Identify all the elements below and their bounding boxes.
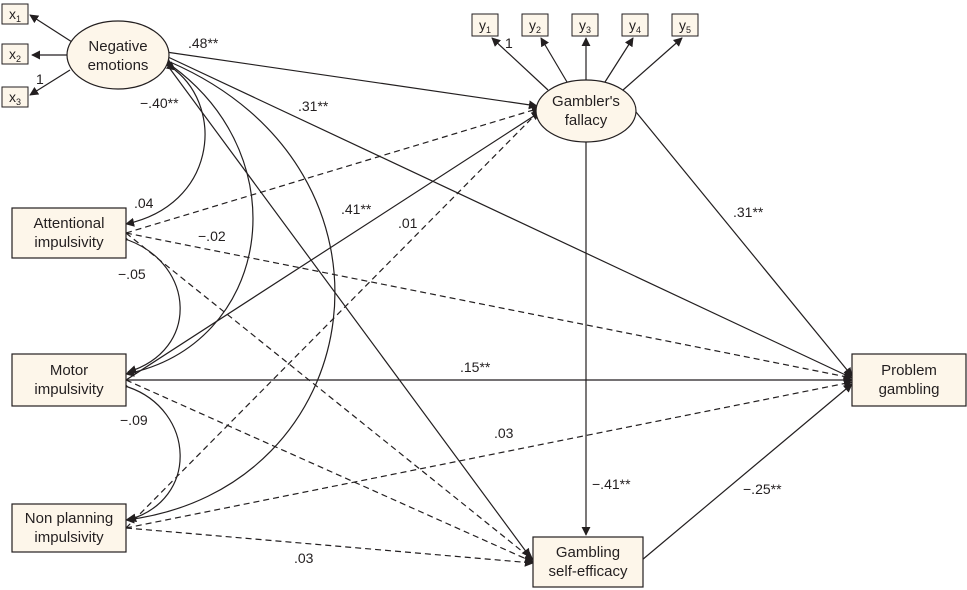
svg-text:y2: y2 (529, 17, 541, 35)
y1-loading-arrow (491, 37, 549, 91)
x1-loading-arrow (29, 14, 73, 43)
np-to-pg-path (125, 379, 853, 529)
mi-to-gse-path (125, 379, 534, 563)
indicator-x3: x3 (1, 86, 29, 108)
non-planning-impulsivity-line2: impulsivity (34, 529, 104, 546)
label-mi-to-pg: .15** (460, 359, 491, 375)
y3-sub: 3 (586, 25, 591, 35)
y4-base: y (629, 17, 636, 33)
x3-loading-label: 1 (36, 71, 44, 87)
x3-base: x (9, 89, 16, 105)
negative-emotions-line1: Negative (88, 38, 147, 55)
indicator-x1: x1 (1, 3, 29, 25)
ne-to-gf-path (165, 51, 538, 110)
y5-base: y (679, 17, 686, 33)
x1-sub: 1 (16, 14, 21, 24)
y4-sub: 4 (636, 25, 641, 35)
node-negative-emotions: Negative emotions (66, 20, 170, 90)
indicator-y2: y2 (521, 13, 549, 37)
label-ne-to-gf: .48** (188, 35, 219, 51)
svg-text:y4: y4 (629, 17, 641, 35)
node-non-planning-impulsivity: Non planning impulsivity (11, 503, 127, 553)
mi-to-gf-path (125, 111, 541, 381)
svg-text:x2: x2 (9, 46, 21, 64)
x1-base: x (9, 6, 16, 22)
label-np-to-gf: .01 (398, 215, 418, 231)
indicator-y5: y5 (671, 13, 699, 37)
ne-np-covariance (125, 54, 336, 524)
svg-text:y1: y1 (479, 17, 491, 35)
indicator-x2: x2 (1, 43, 29, 65)
node-gamblers-fallacy: Gambler's fallacy (535, 79, 637, 143)
svg-text:x1: x1 (9, 6, 21, 24)
node-attentional-impulsivity: Attentional impulsivity (11, 207, 127, 259)
y1-base: y (479, 17, 486, 33)
x3-sub: 3 (16, 97, 21, 107)
problem-gambling-line1: Problem (881, 362, 937, 379)
y1-loading-label: 1 (505, 35, 513, 51)
label-ai-to-pg: −.02 (198, 228, 226, 244)
ne-to-pg-path (167, 56, 853, 379)
y3-base: y (579, 17, 586, 33)
gambling-self-efficacy-line1: Gambling (556, 544, 620, 561)
y2-loading-arrow (540, 37, 568, 83)
svg-text:y3: y3 (579, 17, 591, 35)
motor-impulsivity-line2: impulsivity (34, 381, 104, 398)
svg-text:x3: x3 (9, 89, 21, 107)
y2-base: y (529, 17, 536, 33)
problem-gambling-line2: gambling (879, 381, 940, 398)
np-to-gse-path (125, 527, 534, 567)
indicator-y3: y3 (571, 13, 599, 37)
node-gambling-self-efficacy: Gambling self-efficacy (532, 536, 644, 588)
y5-sub: 5 (686, 25, 691, 35)
label-gf-to-gse: −.41** (592, 476, 631, 492)
svg-text:y5: y5 (679, 17, 691, 35)
label-np-to-pg: .03 (494, 425, 514, 441)
ai-to-gf-path (125, 106, 541, 234)
mi-np-covariance (118, 380, 181, 523)
label-ai-to-gf: .04 (134, 195, 154, 211)
negative-emotions-line2: emotions (88, 57, 149, 74)
gse-to-pg-path (641, 383, 853, 561)
indicator-y1: y1 (471, 13, 499, 37)
attentional-impulsivity-line1: Attentional (34, 215, 105, 232)
y2-sub: 2 (536, 25, 541, 35)
label-gse-to-pg: −.25** (743, 481, 782, 497)
x3-loading-arrow (29, 69, 71, 96)
ai-to-gse-path (125, 232, 534, 561)
ne-mi-covariance (125, 57, 254, 377)
indicator-y4: y4 (621, 13, 649, 37)
label-ai-mi-cov: −.05 (118, 266, 146, 282)
label-np-to-gse: .03 (294, 550, 314, 566)
label-ne-to-ai: −.40** (140, 95, 179, 111)
label-mi-np-cov: −.09 (120, 412, 148, 428)
x2-sub: 2 (16, 54, 21, 64)
label-mi-to-gf: .41** (341, 201, 372, 217)
ai-to-pg-path (125, 232, 853, 381)
gamblers-fallacy-line1: Gambler's (552, 93, 620, 110)
x2-base: x (9, 46, 16, 62)
attentional-impulsivity-line2: impulsivity (34, 234, 104, 251)
motor-impulsivity-line1: Motor (50, 362, 88, 379)
non-planning-impulsivity-line1: Non planning (25, 510, 113, 527)
ai-mi-covariance (118, 232, 181, 374)
y1-sub: 1 (486, 25, 491, 35)
node-problem-gambling: Problem gambling (851, 353, 967, 407)
y4-loading-arrow (604, 37, 634, 83)
y5-loading-arrow (622, 37, 683, 91)
gambling-self-efficacy-line2: self-efficacy (549, 563, 628, 580)
gamblers-fallacy-line2: fallacy (565, 112, 608, 129)
label-gf-to-pg: .31** (733, 204, 764, 220)
ne-to-gse-path (164, 61, 531, 558)
gf-to-pg-path (635, 111, 853, 377)
label-ne-to-pg: .31** (298, 98, 329, 114)
node-motor-impulsivity: Motor impulsivity (11, 353, 127, 407)
